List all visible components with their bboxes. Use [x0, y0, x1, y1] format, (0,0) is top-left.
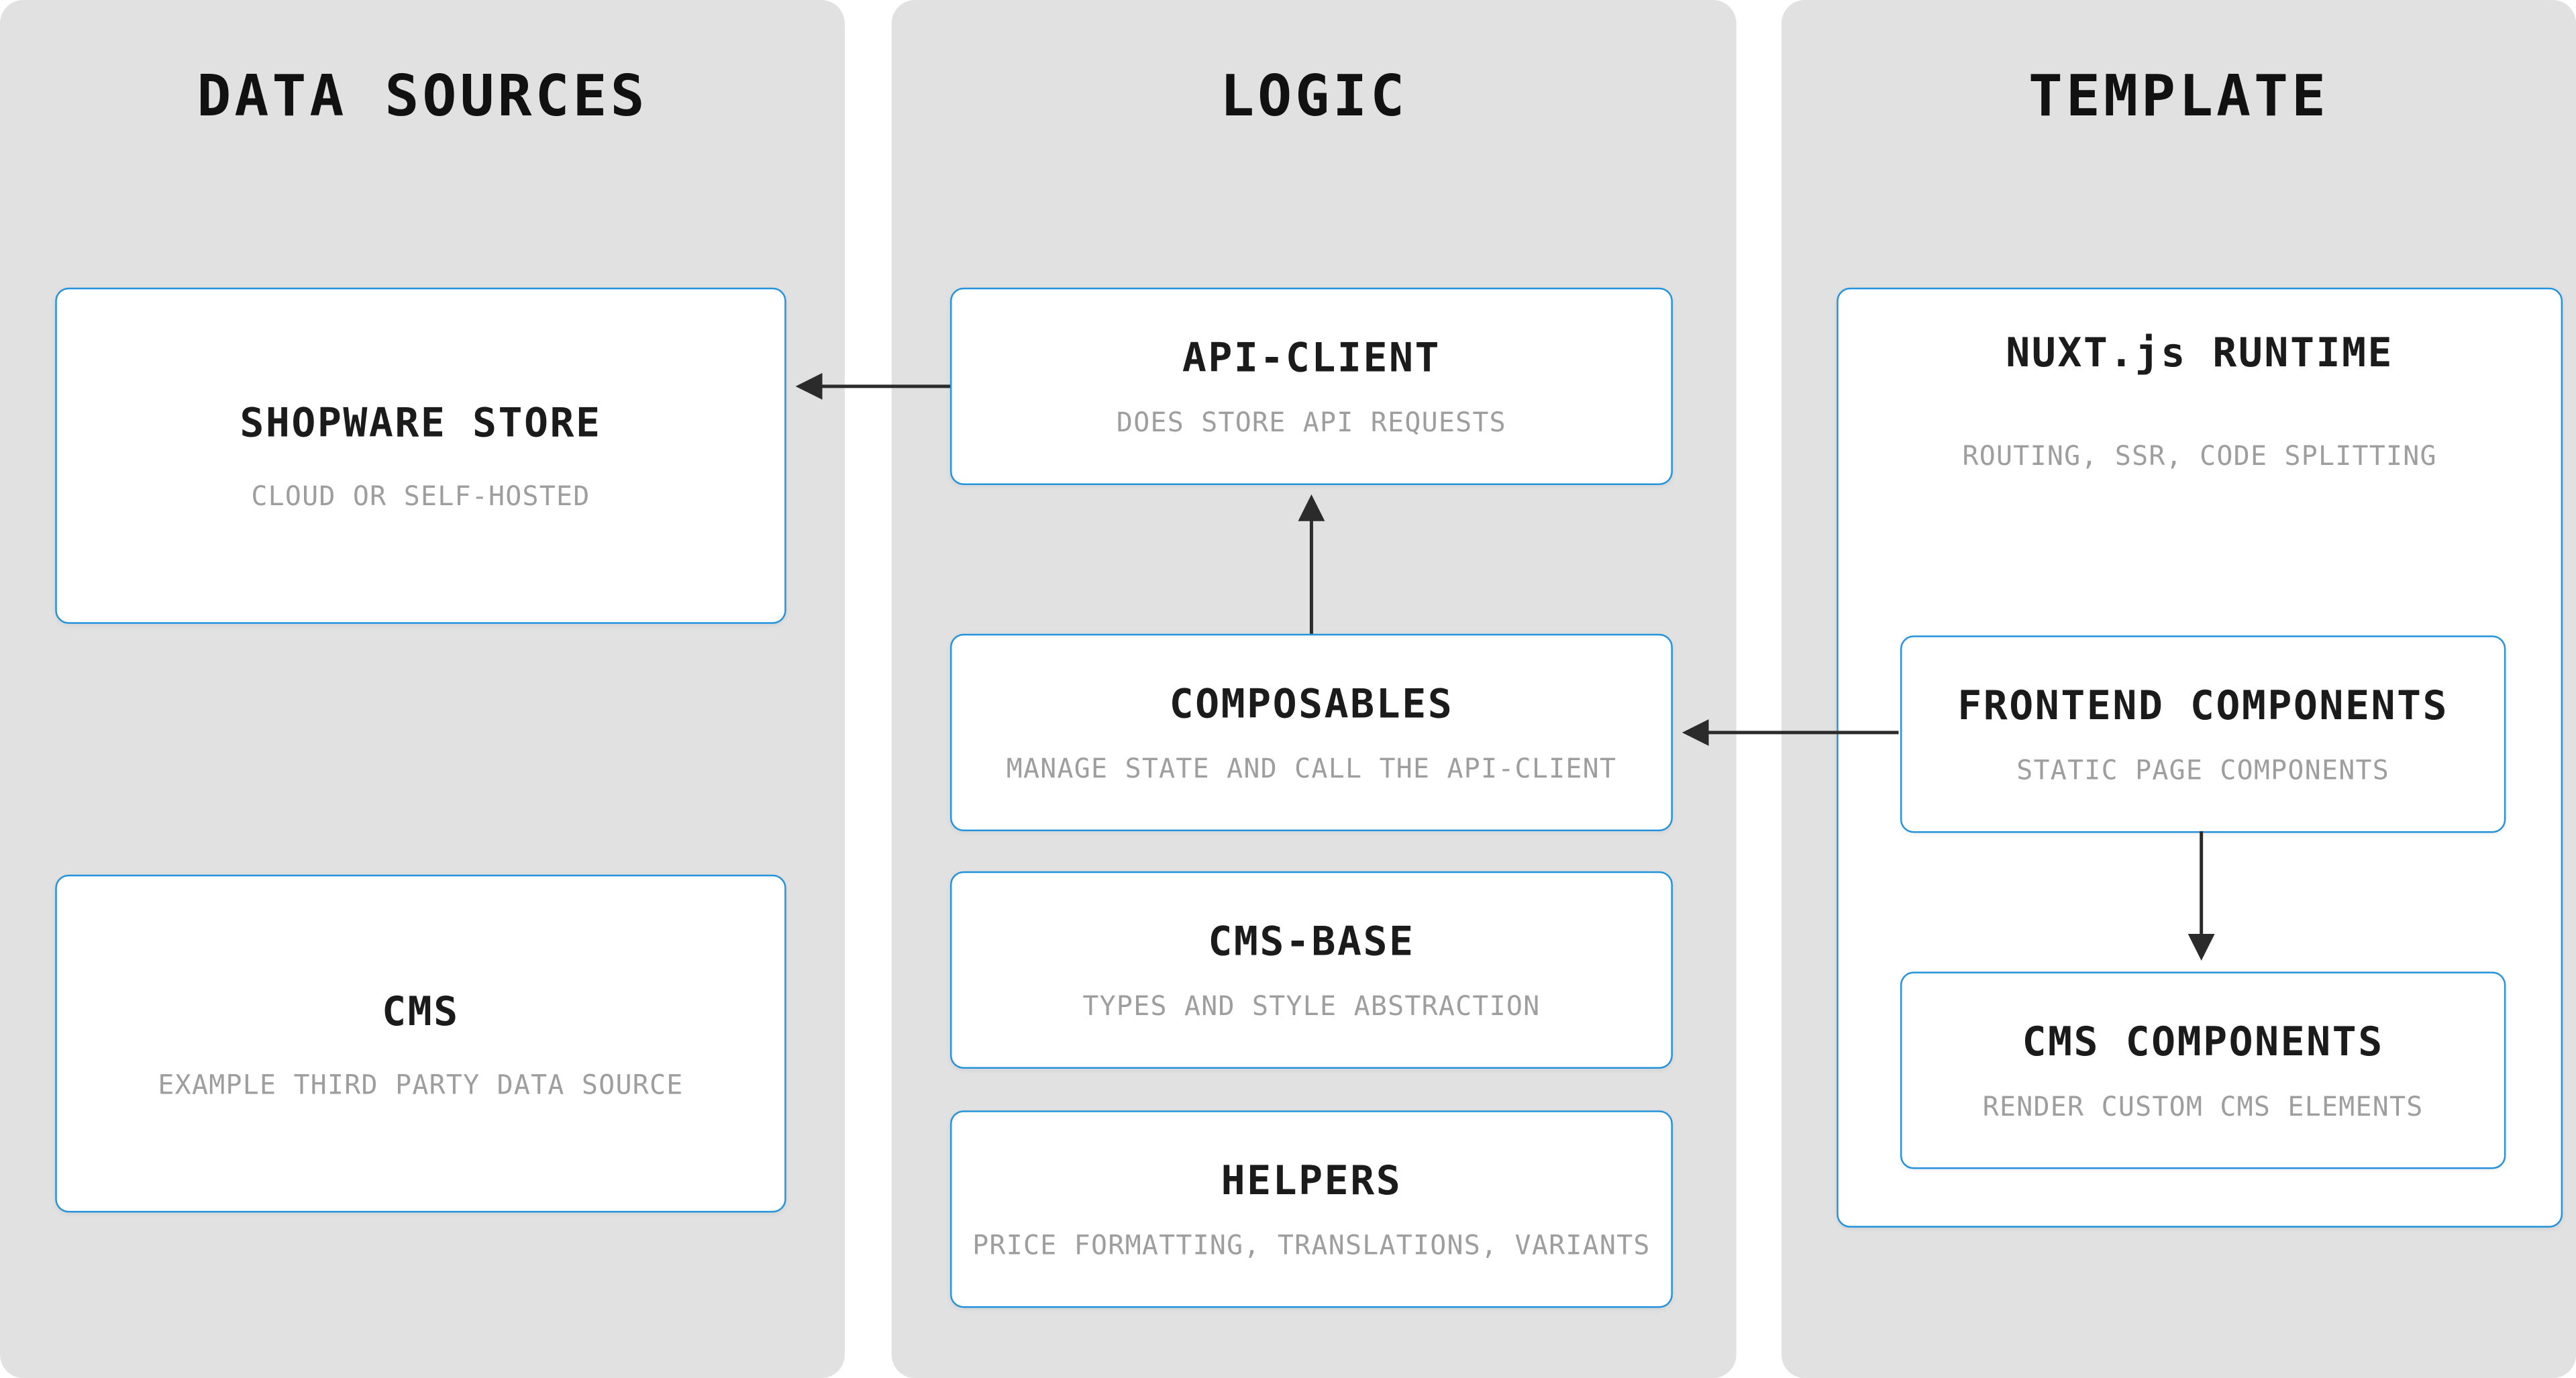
- panel-title-logic: LOGIC: [1220, 63, 1408, 131]
- node-api-client: API-CLIENT DOES STORE API REQUESTS: [949, 287, 1673, 485]
- node-subtitle-frontend-components: STATIC PAGE COMPONENTS: [2016, 754, 2389, 786]
- node-title-cms: CMS: [382, 988, 460, 1035]
- node-title-shopware-store: SHOPWARE STORE: [240, 399, 602, 447]
- panel-template: TEMPLATE NUXT.js RUNTIME ROUTING, SSR, C…: [1781, 0, 2576, 1378]
- node-title-cms-components: CMS COMPONENTS: [2022, 1018, 2384, 1065]
- panel-title-data-sources: DATA SOURCES: [197, 63, 648, 131]
- node-title-helpers: HELPERS: [1221, 1157, 1402, 1204]
- node-subtitle-api-client: DOES STORE API REQUESTS: [1116, 406, 1506, 439]
- panel-data-sources: DATA SOURCES SHOPWARE STORE CLOUD OR SEL…: [0, 0, 845, 1378]
- node-title-nuxt-runtime: NUXT.js RUNTIME: [2006, 329, 2394, 376]
- node-title-api-client: API-CLIENT: [1182, 334, 1441, 382]
- node-cms-components: CMS COMPONENTS RENDER CUSTOM CMS ELEMENT…: [1900, 971, 2506, 1169]
- node-title-cms-base: CMS-BASE: [1208, 918, 1415, 965]
- node-subtitle-helpers: PRICE FORMATTING, TRANSLATIONS, VARIANTS: [972, 1229, 1651, 1261]
- node-cms: CMS EXAMPLE THIRD PARTY DATA SOURCE: [55, 874, 786, 1213]
- panel-title-template: TEMPLATE: [2028, 63, 2330, 131]
- panel-logic: LOGIC API-CLIENT DOES STORE API REQUESTS…: [891, 0, 1737, 1378]
- node-subtitle-cms-base: TYPES AND STYLE ABSTRACTION: [1082, 990, 1541, 1022]
- node-subtitle-cms: EXAMPLE THIRD PARTY DATA SOURCE: [158, 1067, 684, 1100]
- node-nuxt-runtime: NUXT.js RUNTIME ROUTING, SSR, CODE SPLIT…: [1837, 287, 2563, 1228]
- node-frontend-components: FRONTEND COMPONENTS STATIC PAGE COMPONEN…: [1900, 635, 2506, 833]
- node-subtitle-composables: MANAGE STATE AND CALL THE API-CLIENT: [1006, 752, 1617, 785]
- node-subtitle-shopware-store: CLOUD OR SELF-HOSTED: [251, 480, 590, 512]
- node-subtitle-cms-components: RENDER CUSTOM CMS ELEMENTS: [1982, 1090, 2424, 1122]
- node-title-frontend-components: FRONTEND COMPONENTS: [1957, 682, 2449, 729]
- node-helpers: HELPERS PRICE FORMATTING, TRANSLATIONS, …: [949, 1110, 1673, 1308]
- node-cms-base: CMS-BASE TYPES AND STYLE ABSTRACTION: [949, 871, 1673, 1069]
- node-shopware-store: SHOPWARE STORE CLOUD OR SELF-HOSTED: [55, 287, 786, 624]
- node-subtitle-nuxt-runtime: ROUTING, SSR, CODE SPLITTING: [1962, 439, 2437, 472]
- node-title-composables: COMPOSABLES: [1169, 680, 1454, 728]
- node-composables: COMPOSABLES MANAGE STATE AND CALL THE AP…: [949, 633, 1673, 831]
